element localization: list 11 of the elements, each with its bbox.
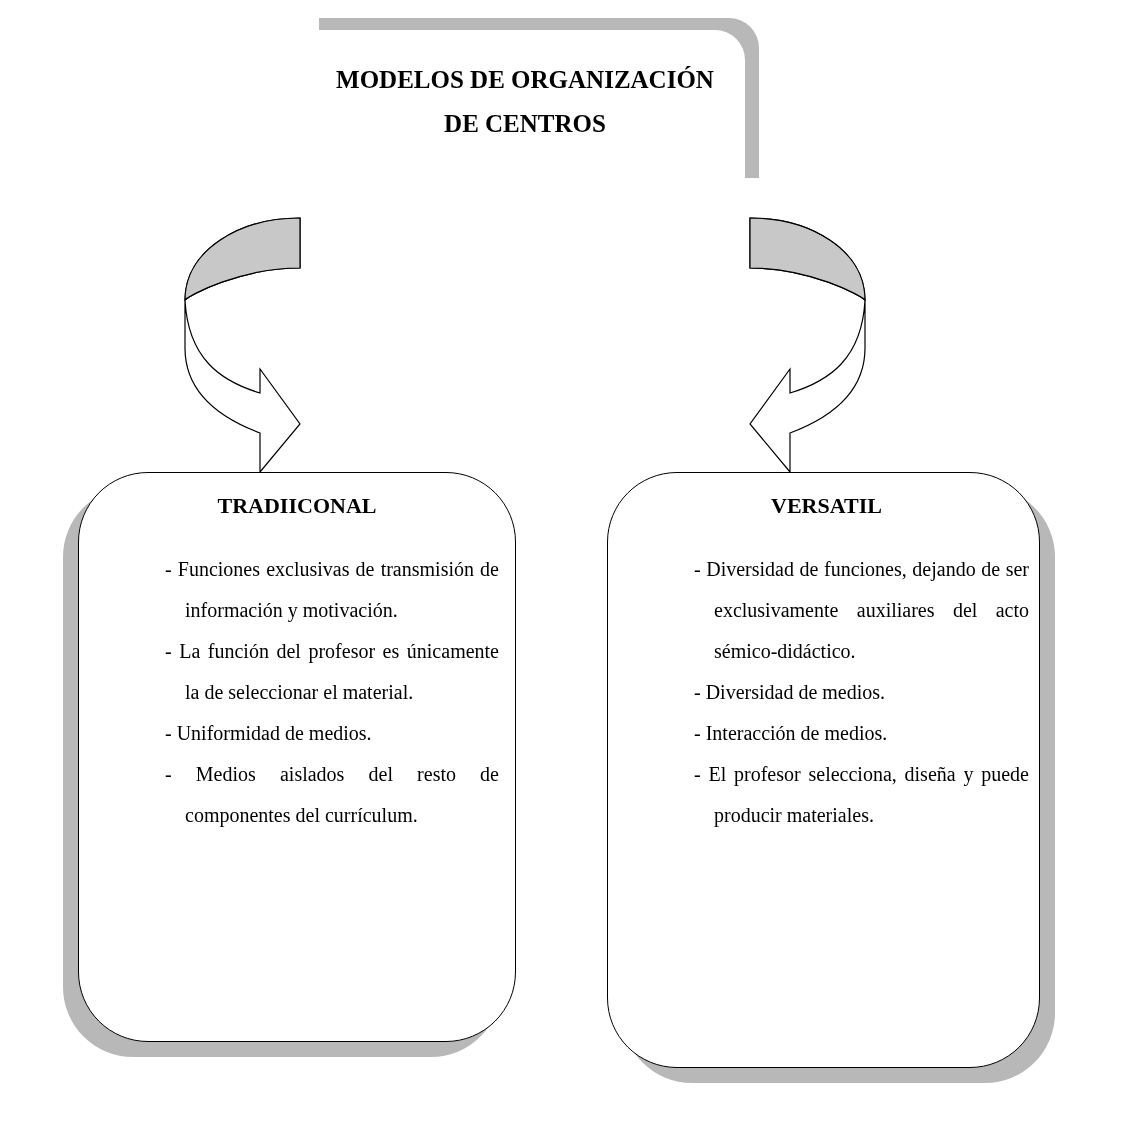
card-heading: VERSATIL	[770, 493, 883, 519]
list-item: - Uniformidad de medios.	[165, 721, 373, 746]
list-item: - Diversidad de medios.	[694, 680, 887, 705]
card-heading: TRADIICONAL	[216, 493, 378, 519]
list-item: - Diversidad de funciones, dejando de ser exclusivamente auxiliares del acto sémico-didáctico.	[694, 557, 1029, 664]
list-item: - La función del profesor es únicamente la de seleccionar el material.	[165, 639, 499, 705]
list-item: - Funciones exclusivas de transmisión de información y motivación.	[165, 557, 499, 624]
title-text: MODELOS DE ORGANIZACIÓN DE CENTROS	[335, 65, 715, 139]
list-item: - El profesor selecciona, diseña y puede producir materiales.	[694, 762, 1029, 829]
list-item: - Interacción de medios.	[694, 721, 889, 746]
list-item: - Medios aislados del resto de componentes del currículum.	[165, 762, 499, 829]
